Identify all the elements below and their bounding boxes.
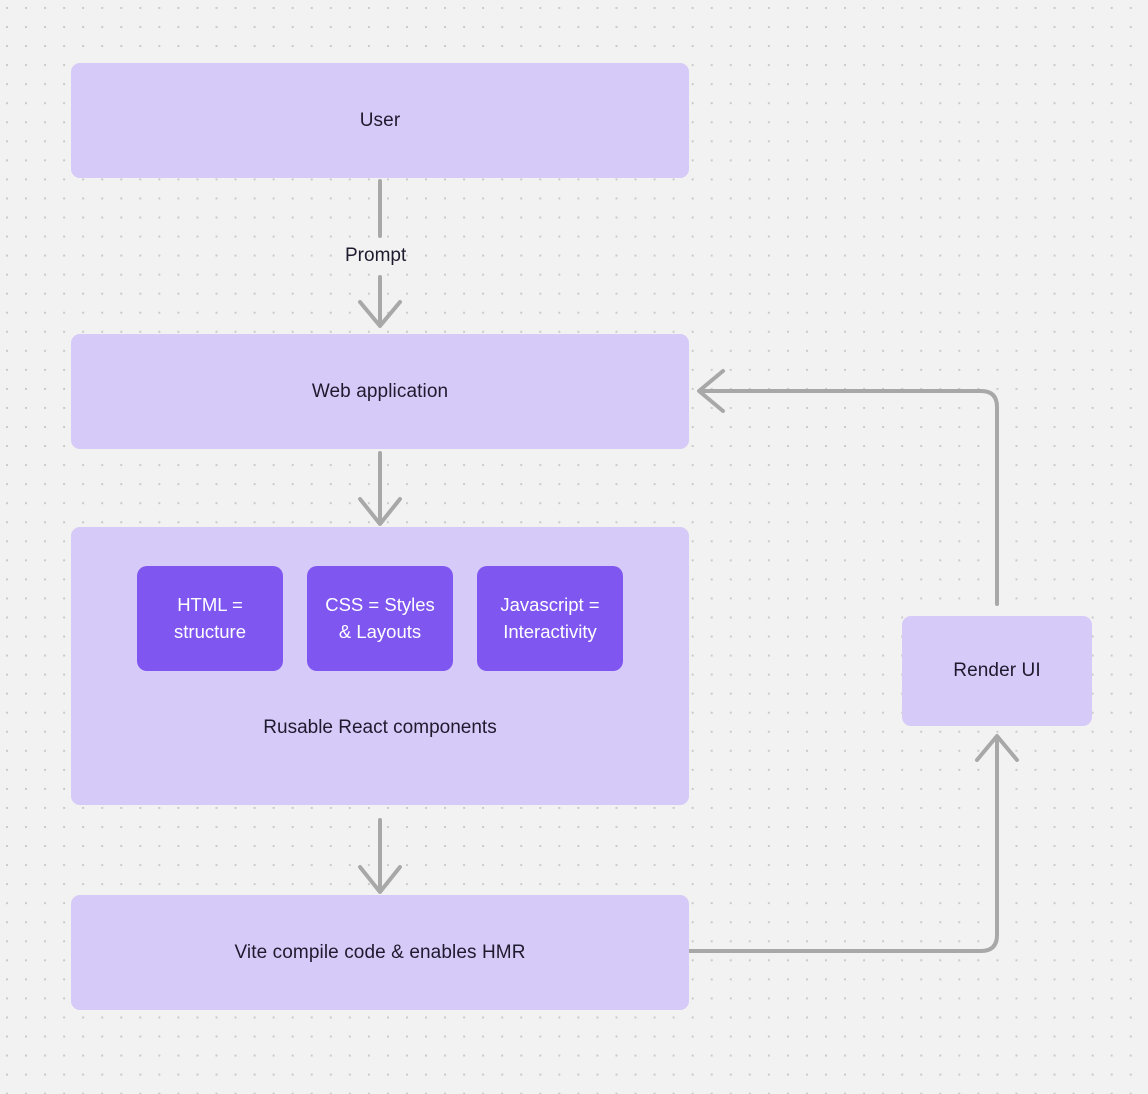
- node-web-application[interactable]: Web application: [71, 334, 689, 449]
- node-user-label: User: [359, 109, 401, 131]
- edge-react-to-vite: [358, 818, 402, 894]
- arrowhead-down: [358, 300, 402, 328]
- chip-javascript-label: Javascript = Interactivity: [500, 593, 600, 642]
- arrowhead-up: [975, 734, 1019, 762]
- chip-css[interactable]: CSS = Styles & Layouts: [307, 566, 453, 671]
- node-react-components-container[interactable]: HTML = structure CSS = Styles & Layouts …: [71, 527, 689, 805]
- edge-path: [687, 738, 999, 953]
- chip-javascript[interactable]: Javascript = Interactivity: [477, 566, 623, 671]
- node-vite-compile-label: Vite compile code & enables HMR: [234, 941, 526, 963]
- edge-label-prompt: Prompt: [345, 245, 407, 266]
- node-web-application-label: Web application: [311, 380, 449, 402]
- react-components-caption: Rusable React components: [263, 717, 497, 738]
- node-vite-compile[interactable]: Vite compile code & enables HMR: [71, 895, 689, 1010]
- chip-css-label: CSS = Styles & Layouts: [325, 593, 435, 642]
- node-render-ui[interactable]: Render UI: [902, 616, 1092, 726]
- edge-vite-to-render: [687, 734, 1019, 953]
- chip-html[interactable]: HTML = structure: [137, 566, 283, 671]
- chip-html-label: HTML = structure: [174, 593, 246, 642]
- chip-row: HTML = structure CSS = Styles & Layouts …: [137, 566, 623, 671]
- edge-webapp-to-react: [358, 451, 402, 526]
- edge-path: [701, 389, 999, 606]
- arrowhead-down: [358, 865, 402, 894]
- arrowhead-down: [358, 497, 402, 526]
- edge-render-to-webapp: [697, 369, 999, 606]
- arrowhead-left: [697, 369, 725, 413]
- node-user[interactable]: User: [71, 63, 689, 178]
- node-render-ui-label: Render UI: [953, 660, 1041, 682]
